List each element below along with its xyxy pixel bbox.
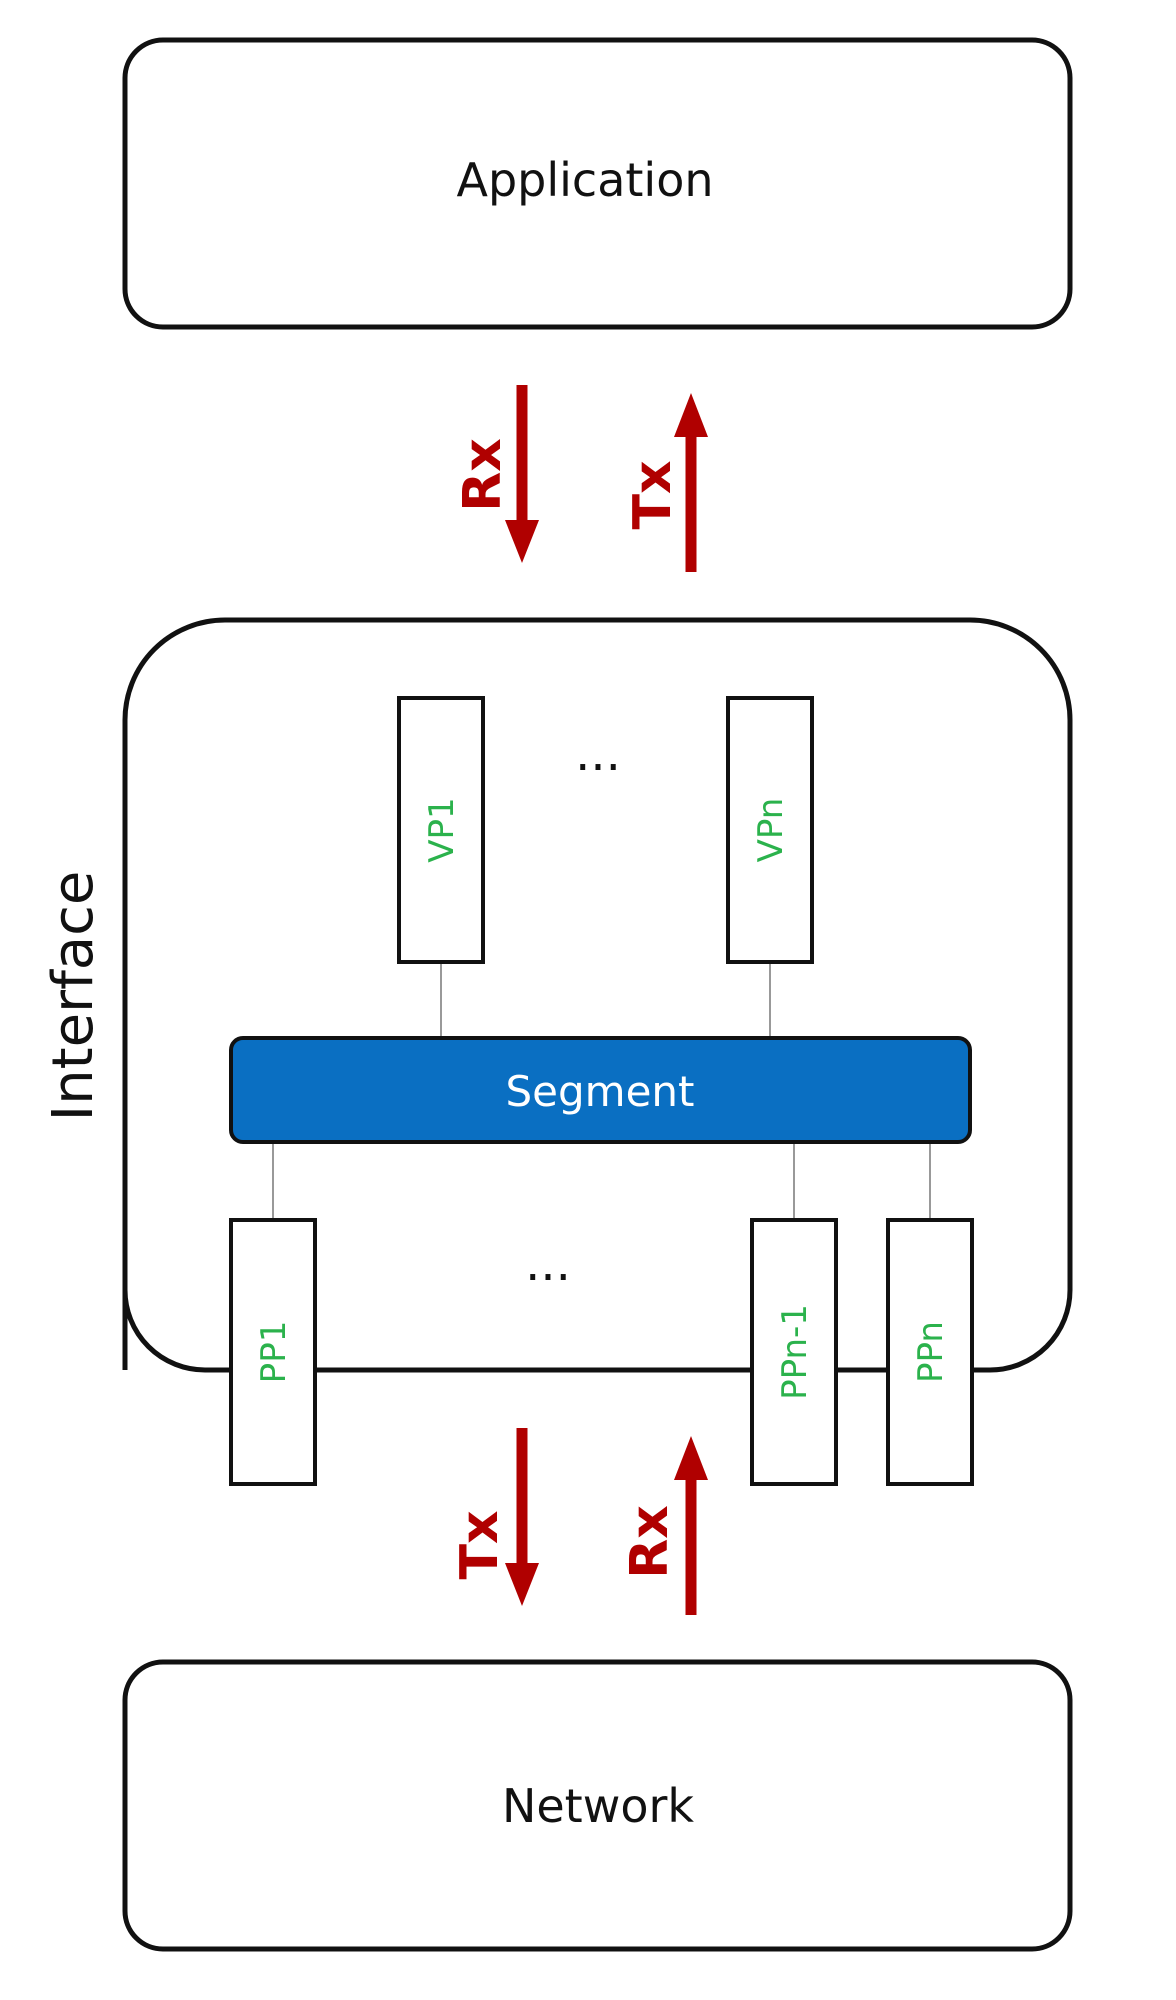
application-box-frame [122,37,1073,330]
bottom-tx-arrow [505,1428,539,1606]
physical-port-ppn: PPn [886,1218,974,1486]
physical-ports-ellipsis: ... [525,1236,571,1292]
ppn-1-label: PPn-1 [775,1304,815,1400]
network-box-frame [122,1659,1073,1952]
interface-label: Interface [41,871,106,1122]
port-connectors [272,962,931,1220]
physical-port-ppn-1: PPn-1 [750,1218,838,1486]
interface-container: Interface [41,617,1073,1373]
virtual-port-vpn: VPn [726,696,814,964]
vpn-label: VPn [751,798,791,863]
bottom-arrows: Tx Rx [450,1428,708,1615]
segment-label: Segment [506,1067,695,1116]
top-tx-label: Tx [623,460,683,529]
network-label: Network [502,1779,694,1833]
application-label: Application [456,153,713,207]
top-rx-arrow [505,385,539,563]
pp1-label: PP1 [254,1321,294,1384]
interface-frame [122,617,1073,1373]
physical-port-pp1: PP1 [229,1218,317,1486]
vp1-label: VP1 [422,797,462,862]
virtual-port-vp1: VP1 [397,696,485,964]
bottom-rx-arrow [674,1436,708,1615]
application-box: Application [122,37,1073,330]
segment-bar: Segment [229,1036,972,1144]
network-box: Network [122,1659,1073,1952]
virtual-ports-ellipsis: ... [575,726,621,782]
ppn-label: PPn [911,1321,951,1383]
top-rx-label: Rx [453,438,513,512]
top-arrows: Rx Tx [453,385,708,572]
bottom-rx-label: Rx [620,1505,680,1579]
bottom-tx-label: Tx [450,1510,510,1579]
top-tx-arrow [674,393,708,572]
